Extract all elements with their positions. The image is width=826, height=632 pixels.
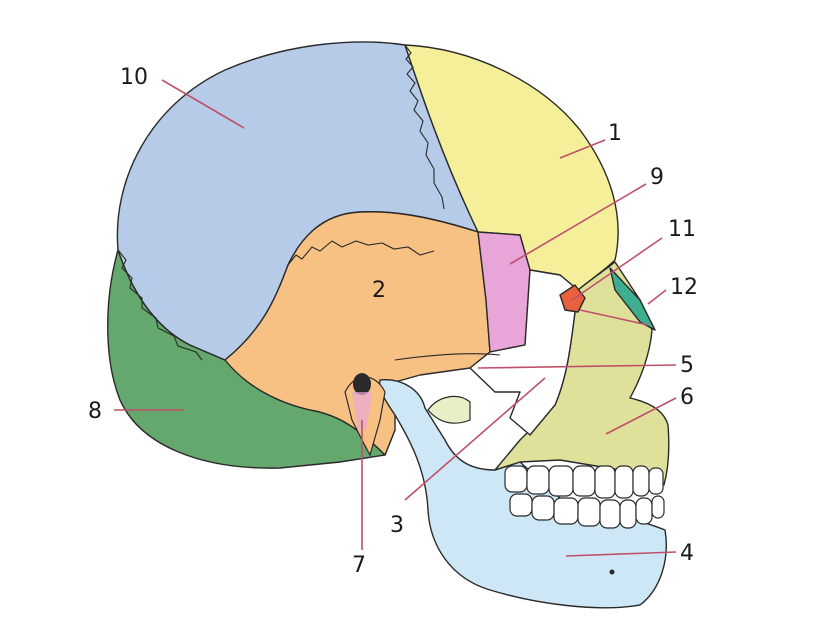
squamosal-suture — [287, 240, 435, 266]
label-6: 6 — [680, 385, 694, 410]
frontal-bone — [404, 44, 619, 291]
nasal-bone — [609, 267, 656, 331]
coronal-suture — [404, 44, 445, 210]
leader-12b — [579, 309, 649, 326]
mental-foramen — [609, 569, 615, 575]
leader-9 — [509, 183, 647, 265]
upper-teeth — [504, 465, 664, 499]
lacrimal-bone — [559, 284, 586, 313]
temporal-bone — [224, 211, 491, 456]
label-8: 8 — [88, 399, 102, 424]
label-5: 5 — [680, 353, 694, 378]
leader-4 — [565, 551, 677, 557]
label-4: 4 — [680, 541, 694, 566]
leader-5 — [477, 364, 677, 369]
label-1: 1 — [608, 121, 622, 146]
arch-line — [394, 353, 501, 361]
leader-11 — [571, 237, 663, 301]
label-2: 2 — [372, 278, 386, 303]
lambdoid-suture — [117, 249, 203, 361]
label-12: 12 — [670, 275, 698, 300]
leader-10 — [161, 79, 245, 129]
styloid-shade — [352, 392, 372, 430]
leader-1 — [559, 139, 606, 159]
label-7: 7 — [352, 553, 366, 578]
lower-teeth — [509, 493, 665, 529]
leader-12 — [647, 289, 667, 305]
label-11: 11 — [668, 217, 696, 242]
external-ear-canal — [353, 373, 371, 395]
coronoid-notch — [427, 395, 471, 424]
leader-6 — [605, 397, 677, 435]
label-3: 3 — [390, 513, 404, 538]
label-10: 10 — [120, 65, 148, 90]
leader-3 — [404, 377, 546, 501]
leader-lines — [114, 79, 677, 557]
label-9: 9 — [650, 165, 664, 190]
